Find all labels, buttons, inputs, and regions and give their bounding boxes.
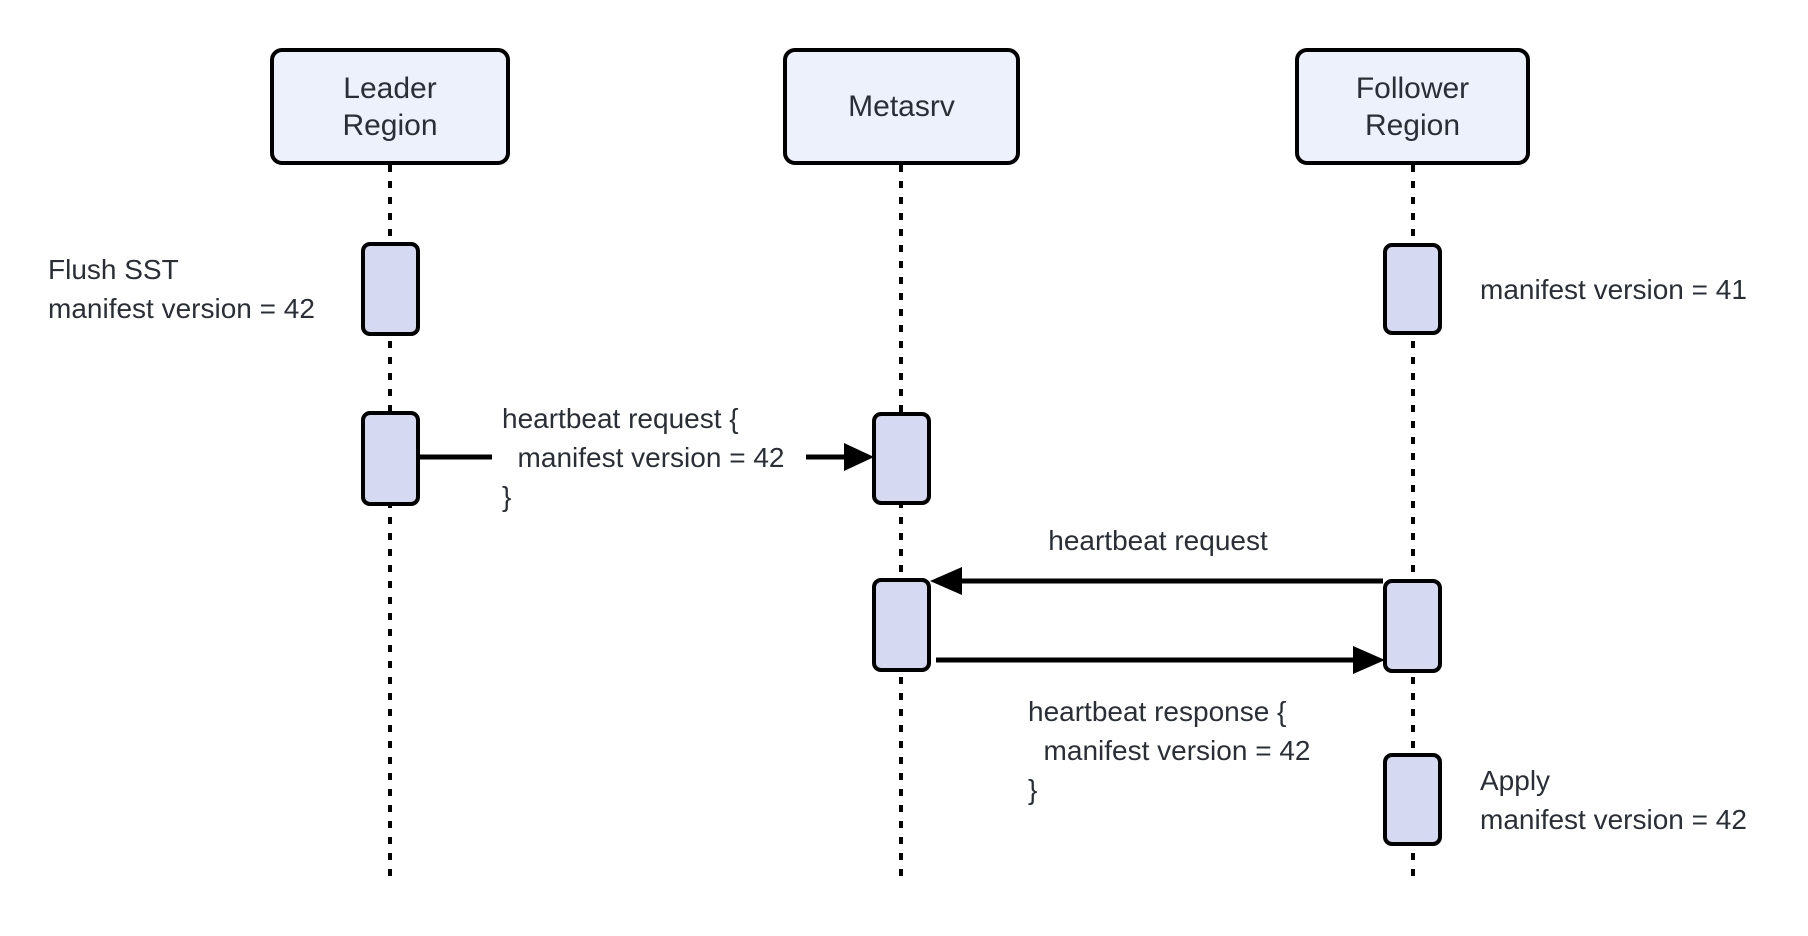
- message3-label: heartbeat response { manifest version = …: [1028, 696, 1311, 805]
- message3-arrowhead-icon: [1353, 646, 1385, 674]
- participant-follower-region: Follower Region: [1295, 48, 1530, 165]
- activation-leader-heartbeat: [361, 411, 420, 506]
- message1-label: heartbeat request { manifest version = 4…: [502, 403, 785, 512]
- activation-metasrv-receive-follower: [872, 578, 931, 672]
- message2-label: heartbeat request: [1048, 525, 1268, 556]
- note-follower-apply: Apply manifest version = 42: [1480, 765, 1747, 835]
- message1-arrowhead-icon: [844, 443, 874, 471]
- note-leader-flush: Flush SST manifest version = 42: [48, 254, 315, 324]
- activation-leader-flush: [361, 242, 420, 336]
- message2-arrowhead-icon: [930, 567, 962, 595]
- participant-metasrv: Metasrv: [783, 48, 1020, 165]
- activation-follower-heartbeat: [1383, 579, 1442, 673]
- participant-leader-region: Leader Region: [270, 48, 510, 165]
- note-follower-version: manifest version = 41: [1480, 274, 1747, 305]
- activation-follower-version41: [1383, 243, 1442, 335]
- activation-metasrv-receive-leader: [872, 412, 931, 505]
- activation-follower-apply: [1383, 753, 1442, 846]
